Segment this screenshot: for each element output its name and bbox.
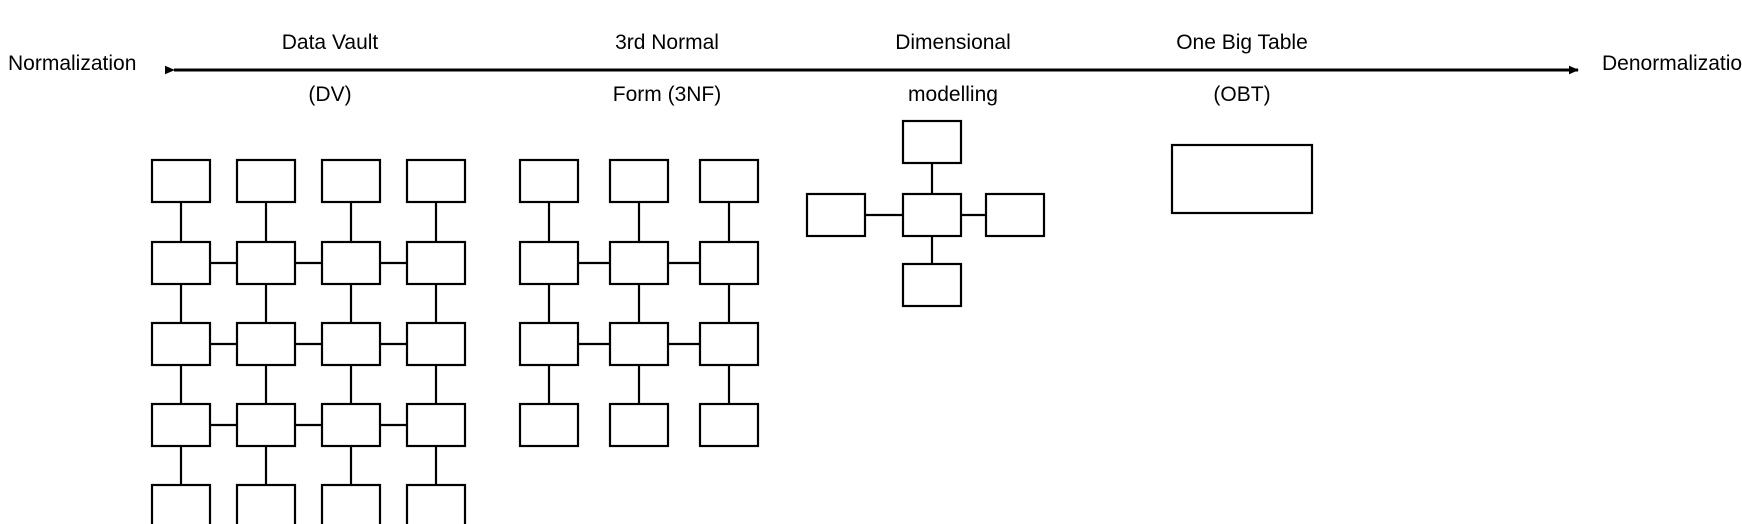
stage-label-3nf-line2: Form (3NF) <box>612 83 722 106</box>
entity-box <box>405 158 467 204</box>
entity-box <box>518 240 580 286</box>
stage-label-dimensional-line2: modelling <box>908 83 998 106</box>
entity-box <box>235 240 297 286</box>
entity-box <box>698 402 760 448</box>
stage-label-obt-line1: One Big Table <box>1176 31 1308 54</box>
stage-label-3nf-line1: 3rd Normal <box>615 31 719 54</box>
structure-one-big-table <box>1170 143 1314 215</box>
stage-label-obt-line2: (OBT) <box>1213 83 1271 106</box>
entity-box <box>320 321 382 367</box>
entity-box <box>518 402 580 448</box>
entity-box <box>235 402 297 448</box>
axis-label-normalization: Normalization <box>8 52 137 75</box>
dimension-box-right <box>984 192 1046 238</box>
entity-box <box>235 483 297 524</box>
entity-box <box>405 321 467 367</box>
entity-box <box>405 240 467 286</box>
stage-label-one-big-table: One Big Table (OBT) <box>1142 4 1342 134</box>
entity-box <box>150 321 212 367</box>
structure-third-normal-form <box>518 158 760 448</box>
entity-box <box>405 402 467 448</box>
entity-box <box>235 321 297 367</box>
stage-label-dimensional-modelling: Dimensional modelling <box>853 4 1053 134</box>
stage-label-data-vault: Data Vault (DV) <box>230 4 430 134</box>
one-big-table-box <box>1170 143 1314 215</box>
stage-label-data-vault-line1: Data Vault <box>281 31 379 54</box>
entity-box <box>608 240 670 286</box>
entity-box <box>698 158 760 204</box>
structure-dimensional-modelling <box>805 119 1046 308</box>
entity-box <box>608 402 670 448</box>
stage-label-data-vault-line2: (DV) <box>308 83 352 106</box>
entity-box <box>698 240 760 286</box>
dimension-box-left <box>805 192 867 238</box>
entity-box <box>150 240 212 286</box>
entity-box <box>320 158 382 204</box>
entity-box <box>150 483 212 524</box>
fact-box-center <box>901 192 963 238</box>
dimension-box-top <box>901 119 963 165</box>
entity-box <box>518 321 580 367</box>
stage-label-third-normal-form: 3rd Normal Form (3NF) <box>567 4 767 134</box>
entity-box <box>320 402 382 448</box>
structure-data-vault <box>150 158 467 524</box>
entity-box <box>235 158 297 204</box>
stage-label-dimensional-line1: Dimensional <box>895 31 1011 54</box>
entity-box <box>150 402 212 448</box>
axis-label-denormalization: Denormalization <box>1602 52 1742 75</box>
entity-box <box>320 240 382 286</box>
entity-box <box>405 483 467 524</box>
entity-box <box>150 158 212 204</box>
entity-box <box>608 158 670 204</box>
entity-box <box>518 158 580 204</box>
entity-box <box>608 321 670 367</box>
dimension-box-bottom <box>901 262 963 308</box>
entity-box <box>320 483 382 524</box>
entity-box <box>698 321 760 367</box>
